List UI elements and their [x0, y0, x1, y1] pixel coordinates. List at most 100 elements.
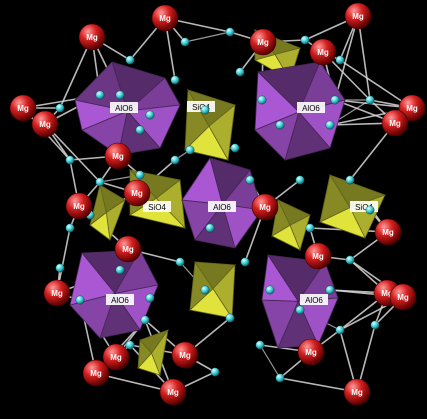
mg-sphere: [381, 109, 409, 137]
mg-atom: Mg: [114, 235, 142, 263]
oxygen-atom: [125, 340, 135, 350]
mg-label: Mg: [381, 289, 393, 298]
oxygen-atom: [170, 155, 180, 165]
mg-label: Mg: [131, 189, 143, 198]
oxygen-atom: [225, 27, 235, 37]
alo6-octahedron: AlO6: [254, 61, 346, 161]
oxygen-atom: [225, 313, 235, 323]
oxygen-atom: [205, 223, 215, 233]
oxygen-atom: [295, 305, 305, 315]
oxygen-atom: [305, 223, 315, 233]
mg-atom: Mg: [159, 378, 187, 406]
oxygen-atom: [125, 55, 135, 65]
label-background: [297, 102, 325, 113]
mg-sphere: [123, 179, 151, 207]
mg-atom: Mg: [123, 179, 151, 207]
oxygen-atom: [95, 177, 105, 187]
mg-atom: Mg: [102, 343, 130, 371]
label-background: [143, 201, 171, 212]
oxygen-atom: [170, 75, 180, 85]
mg-label: Mg: [90, 369, 102, 378]
mg-atom: Mg: [78, 23, 106, 51]
mg-label: Mg: [112, 152, 124, 161]
oxygen-atom: [275, 373, 285, 383]
sio4-tetrahedron: [271, 198, 311, 252]
mg-label: Mg: [73, 202, 85, 211]
mg-sphere: [82, 359, 110, 387]
mg-atom: Mg: [82, 359, 110, 387]
mg-atom: Mg: [309, 38, 337, 66]
mg-atom: Mg: [374, 218, 402, 246]
oxygen-atom: [335, 325, 345, 335]
mg-label: Mg: [39, 120, 51, 129]
mg-label: Mg: [51, 289, 63, 298]
mg-atom: Mg: [65, 192, 93, 220]
oxygen-atom: [235, 67, 245, 77]
mg-sphere: [343, 378, 371, 406]
mg-atom: Mg: [104, 142, 132, 170]
oxygen-atom: [135, 170, 145, 180]
mg-sphere: [171, 341, 199, 369]
oxygen-atom: [55, 263, 65, 273]
oxygen-atom: [115, 90, 125, 100]
oxygen-atom: [265, 285, 275, 295]
oxygen-atom: [200, 285, 210, 295]
sio4-tetrahedron: [89, 184, 126, 241]
mg-atom: Mg: [249, 28, 277, 56]
bond-line: [259, 344, 281, 379]
mg-atom: Mg: [43, 279, 71, 307]
bond-line: [357, 15, 371, 101]
bond-line: [184, 31, 231, 43]
oxygen-atom: [55, 103, 65, 113]
oxygen-atom: [140, 315, 150, 325]
mg-atom: Mg: [389, 283, 417, 311]
oxygen-atom: [65, 155, 75, 165]
oxygen-atom: [370, 320, 380, 330]
oxygen-atom: [295, 175, 305, 185]
oxygen-atom: [255, 340, 265, 350]
mg-label: Mg: [167, 388, 179, 397]
oxygen-atom: [240, 257, 250, 267]
mg-label: Mg: [406, 104, 418, 113]
mg-sphere: [344, 2, 372, 30]
oxygen-atom: [257, 95, 267, 105]
oxygen-atom: [365, 95, 375, 105]
mg-sphere: [389, 283, 417, 311]
alo6-octahedron: AlO6: [181, 157, 263, 249]
mg-atom: Mg: [31, 110, 59, 138]
mg-label: Mg: [179, 351, 191, 360]
alo6-octahedron-label: AlO6: [305, 296, 323, 305]
oxygen-atom: [325, 285, 335, 295]
mg-atom: Mg: [304, 242, 332, 270]
oxygen-atom: [185, 145, 195, 155]
alo6-octahedron-label: AlO6: [111, 296, 129, 305]
mg-label: Mg: [397, 293, 409, 302]
oxygen-atom: [275, 120, 285, 130]
mg-sphere: [104, 142, 132, 170]
mg-atom: Mg: [297, 338, 325, 366]
mg-label: Mg: [122, 245, 134, 254]
mg-label: Mg: [317, 48, 329, 57]
mg-atom: Mg: [171, 341, 199, 369]
mg-sphere: [398, 94, 426, 122]
oxygen-atom: [145, 293, 155, 303]
mg-sphere: [304, 242, 332, 270]
oxygen-atom: [175, 257, 185, 267]
label-background: [106, 294, 134, 305]
mg-label: Mg: [86, 33, 98, 42]
bond-line: [44, 123, 101, 183]
mg-label: Mg: [110, 353, 122, 362]
mg-label: Mg: [351, 388, 363, 397]
bond-line: [334, 15, 359, 101]
mg-sphere: [159, 378, 187, 406]
mg-sphere: [249, 28, 277, 56]
bond-line: [339, 59, 413, 109]
oxygen-atom: [135, 125, 145, 135]
oxygen-atom: [335, 55, 345, 65]
label-background: [208, 201, 236, 212]
label-background: [350, 201, 378, 212]
sio4-tetrahedron-label: SiO4: [192, 103, 210, 112]
mg-sphere: [374, 218, 402, 246]
